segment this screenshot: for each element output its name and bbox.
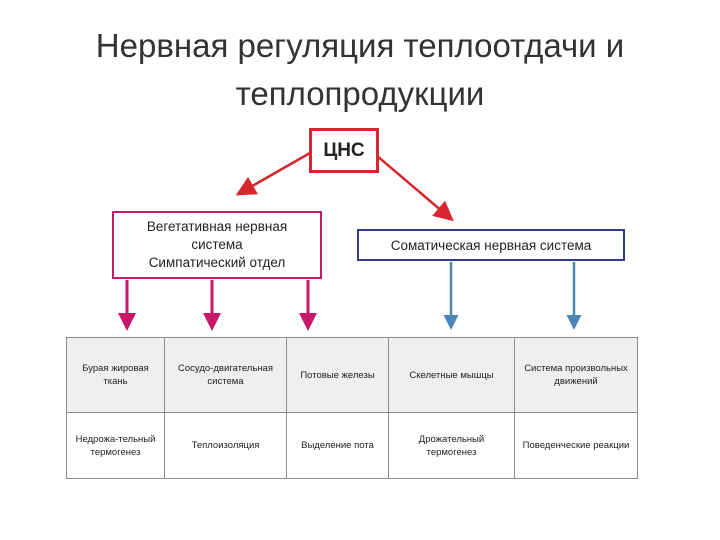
effectors-table: Бурая жировая ткань Сосудо-двигательная …: [66, 337, 638, 479]
cns-box: ЦНС: [309, 128, 379, 173]
cell-skeletal-muscles: Скелетные мышцы: [388, 337, 515, 413]
somatic-nervous-system-box: Соматическая нервная система: [357, 229, 625, 261]
vegetative-nervous-system-box: Вегетативная нервная система Симпатическ…: [112, 211, 322, 279]
table-row-effects: Недрожа-тельный термогенез Теплоизоляция…: [66, 412, 638, 479]
cell-non-shivering-thermogenesis: Недрожа-тельный термогенез: [66, 412, 165, 479]
cell-sweat-glands: Потовые железы: [286, 337, 389, 413]
cell-behavioral-reactions: Поведенческие реакции: [514, 412, 638, 479]
somatic-label: Соматическая нервная система: [390, 237, 592, 253]
vegetative-line-3: Симпатический отдел: [148, 255, 286, 270]
cns-label: ЦНС: [323, 139, 365, 161]
table-row-effectors: Бурая жировая ткань Сосудо-двигательная …: [66, 337, 638, 413]
cell-vasomotor-system: Сосудо-двигательная система: [164, 337, 287, 413]
cell-thermal-insulation: Теплоизоляция: [164, 412, 287, 479]
cell-voluntary-movement-system: Система произвольных движений: [514, 337, 638, 413]
diagram-title: Нервная регуляция теплоотдачи и теплопро…: [95, 27, 625, 112]
vegetative-line-1: Вегетативная нервная: [146, 219, 288, 234]
arrow-cns-to-vegetative: [235, 151, 311, 196]
arrow-cns-to-somatic: [375, 154, 454, 222]
cell-shivering-thermogenesis: Дрожательный термогенез: [388, 412, 515, 479]
cell-sweating: Выделение пота: [286, 412, 389, 479]
vegetative-line-2: система: [191, 237, 243, 252]
cell-brown-fat: Бурая жировая ткань: [66, 337, 165, 413]
